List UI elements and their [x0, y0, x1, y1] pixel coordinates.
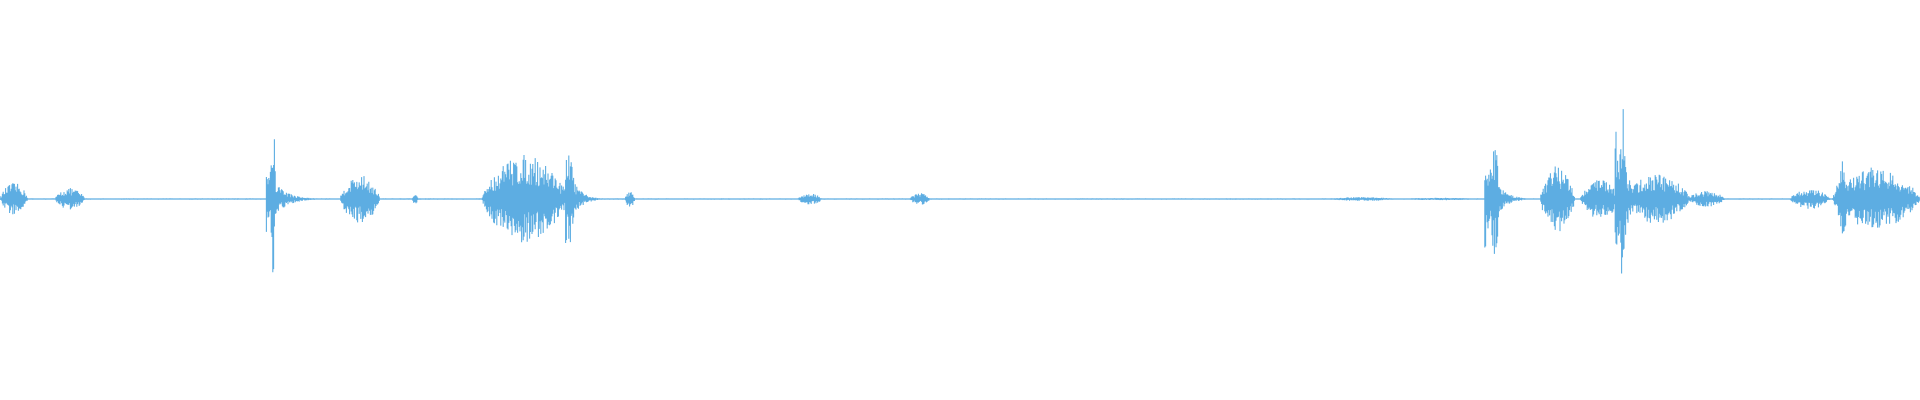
waveform-samples [0, 109, 1920, 274]
